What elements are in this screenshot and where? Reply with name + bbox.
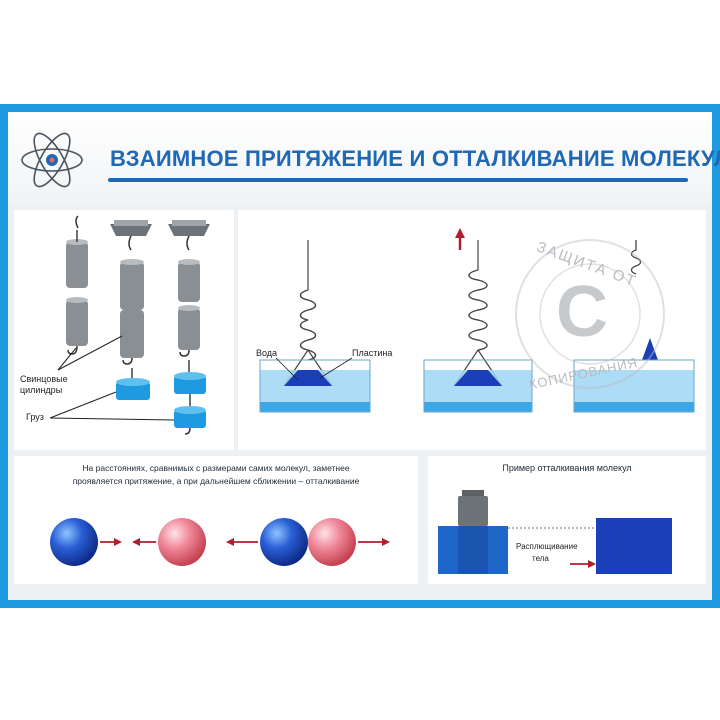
- title-underline: [108, 178, 688, 182]
- watermark-letter: C: [556, 272, 608, 352]
- molecules-repulsion: [226, 518, 390, 566]
- title-band: ВЗАИМНОЕ ПРИТЯЖЕНИЕ И ОТТАЛКИВАНИЕ МОЛЕК…: [8, 112, 720, 204]
- label-weight: Груз: [26, 412, 44, 422]
- label-flattening-line1: Расплющивание: [516, 542, 578, 551]
- label-pointer-lines: [49, 335, 175, 421]
- cylinder-pair-separate: [66, 215, 88, 355]
- molecules-caption-line1: На расстояниях, сравнимых с размерами са…: [82, 463, 350, 473]
- scene-plate-in-water: [259, 240, 371, 413]
- label-plate: Пластина: [352, 348, 393, 358]
- block-with-weight: [438, 490, 508, 574]
- repulsion-heading: Пример отталкивания молекул: [502, 463, 632, 473]
- panel-water-plate: Вода Пластина ЗАЩИТА ОТ C КОПИРОВАНИЯ: [238, 210, 706, 450]
- poster-inner: ВЗАИМНОЕ ПРИТЯЖЕНИЕ И ОТТАЛКИВАНИЕ МОЛЕК…: [8, 112, 720, 600]
- label-lead-cylinders: Свинцовые цилиндры: [20, 374, 68, 395]
- label-water: Вода: [256, 348, 278, 358]
- cylinder-stack-with-weights: [168, 220, 210, 435]
- molecules-caption-line2: проявляется притяжение, а при дальнейшем…: [72, 476, 360, 486]
- molecules-attraction: [50, 518, 206, 566]
- panel-repulsion-example: Пример отталкивания молекул Расплющивани…: [428, 456, 706, 584]
- page-title: ВЗАИМНОЕ ПРИТЯЖЕНИЕ И ОТТАЛКИВАНИЕ МОЛЕК…: [110, 146, 720, 171]
- copy-protection-watermark-icon: [515, 239, 665, 389]
- panel-molecules: На расстояниях, сравнимых с размерами са…: [14, 456, 418, 584]
- flattened-block: [596, 518, 672, 574]
- poster-frame: ВЗАИМНОЕ ПРИТЯЖЕНИЕ И ОТТАЛКИВАНИЕ МОЛЕК…: [0, 104, 720, 608]
- panel-lead-cylinders: Свинцовые цилиндры Груз: [14, 210, 234, 450]
- scene-plate-lifted: [423, 228, 533, 413]
- label-flattening-line2: тела: [532, 554, 549, 563]
- atom-logo-icon: [21, 132, 83, 188]
- scene-plate-detached: [573, 240, 695, 413]
- cylinder-pair-joined: [110, 220, 152, 400]
